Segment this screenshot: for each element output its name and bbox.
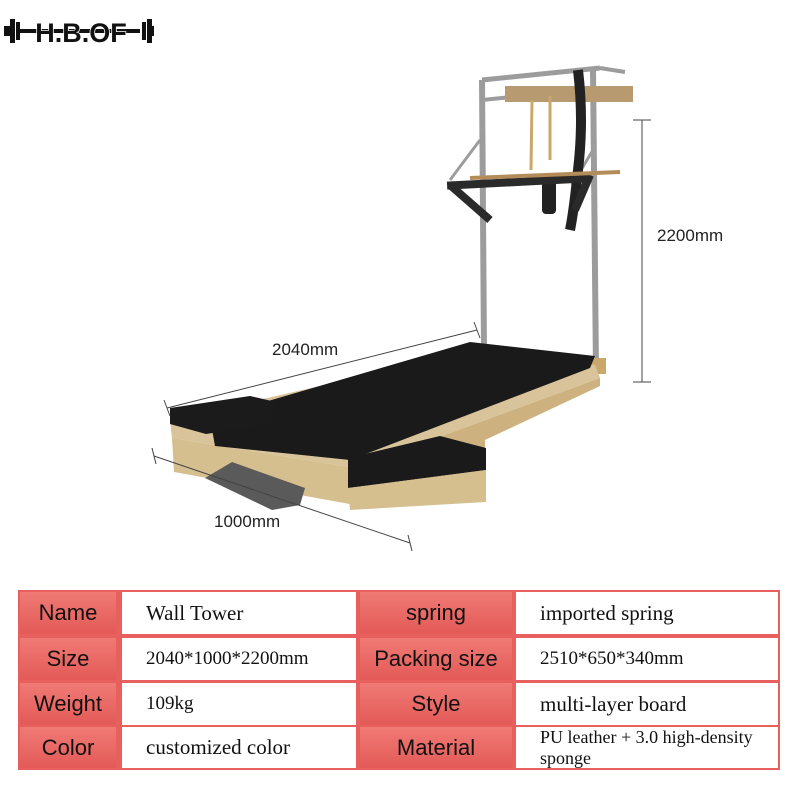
length-dimension-label: 2040mm [272,340,339,359]
spec-value: multi-layer board [516,683,778,725]
spec-value: 109kg [122,683,356,725]
tower-accessories [446,69,621,231]
spec-key: Packing size [360,638,512,680]
spec-value: Wall Tower [122,592,356,634]
spec-value: 2040*1000*2200mm [122,638,356,680]
spec-key: Color [20,727,116,768]
spec-key: Size [20,638,116,680]
spec-table: Name Wall Tower spring imported spring S… [18,590,780,770]
width-dimension-label: 1000mm [214,512,281,531]
height-dimension-label: 2200mm [657,226,724,245]
spec-key: spring [360,592,512,634]
spec-value: imported spring [516,592,778,634]
spec-value: PU leather + 3.0 high-density sponge [516,727,778,768]
reformer-base [170,342,600,510]
tower-frame [448,65,633,374]
product-image [151,65,651,552]
spec-value: 2510*650*340mm [516,638,778,680]
dimension-lines [151,119,651,552]
spec-key: Weight [20,683,116,725]
spec-key: Material [360,727,512,768]
spec-key: Style [360,683,512,725]
spec-key: Name [20,592,116,634]
brand-logo: H.B.OF [4,17,154,49]
logo-text: H.B.OF [35,18,127,48]
spec-value: customized color [122,727,356,768]
